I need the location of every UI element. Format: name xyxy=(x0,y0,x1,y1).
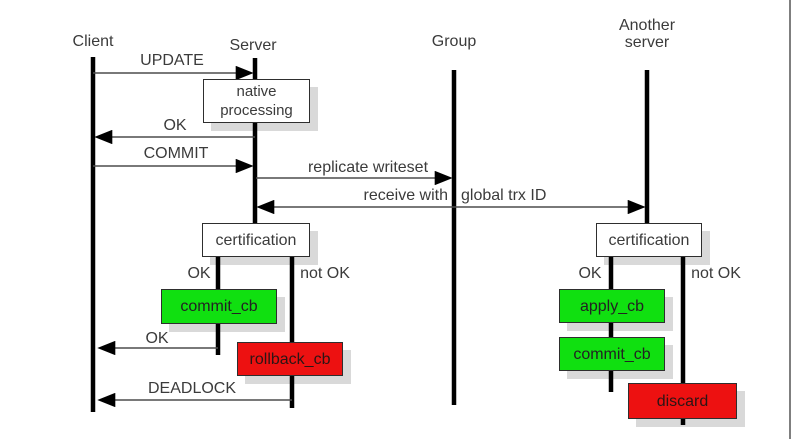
another-not-ok-branch-label: not OK xyxy=(691,265,741,282)
another-ok-branch-label: OK xyxy=(578,265,602,282)
apply-cb-box: apply_cb xyxy=(559,289,665,323)
server-ok-branch-label: OK xyxy=(187,265,211,282)
rollback-cb-box: rollback_cb xyxy=(237,342,343,376)
ok-native-label: OK xyxy=(163,117,187,134)
server-label: Server xyxy=(229,37,277,54)
another-server-label-line1: Another xyxy=(618,17,676,34)
replicate-writeset-label: replicate writeset xyxy=(307,159,429,176)
native-processing-box: native processing xyxy=(203,79,310,123)
client-label: Client xyxy=(72,33,114,50)
another-server-label: Another server xyxy=(619,17,675,51)
server-not-ok-branch-label: not OK xyxy=(300,265,350,282)
commit-cb-another-box: commit_cb xyxy=(559,337,665,371)
certification-server-box: certification xyxy=(202,223,310,257)
global-trx-id-label: global trx ID xyxy=(461,187,547,204)
native-processing-line2: processing xyxy=(220,102,293,119)
commit-label: COMMIT xyxy=(143,145,209,162)
group-label: Group xyxy=(431,33,477,50)
commit-cb-server-box: commit_cb xyxy=(161,289,277,324)
receive-with-label: receive with xyxy=(363,187,448,204)
certification-another-box: certification xyxy=(596,223,702,257)
another-server-label-line2: server xyxy=(624,34,670,51)
deadlock-label: DEADLOCK xyxy=(147,380,237,397)
discard-box: discard xyxy=(628,383,737,419)
ok-commit-label: OK xyxy=(145,330,169,347)
update-label: UPDATE xyxy=(140,52,204,69)
native-processing-line1: native xyxy=(236,83,277,100)
